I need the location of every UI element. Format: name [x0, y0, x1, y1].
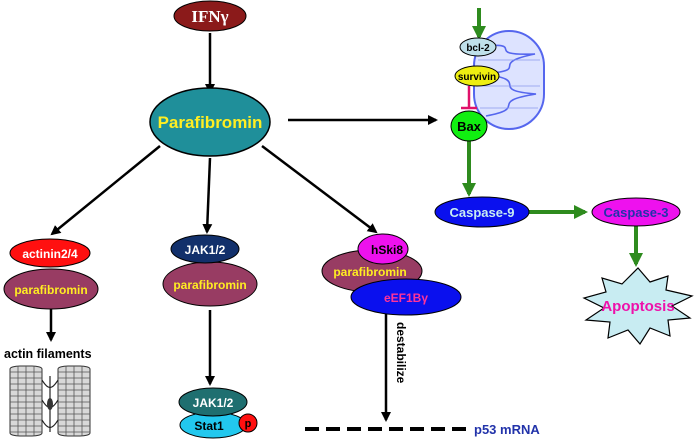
arrows — [46, 8, 643, 422]
apoptosis-starburst — [582, 267, 694, 346]
apoptosis-label: Apoptosis — [601, 298, 674, 315]
node-caspase3: Caspase-3 — [591, 197, 681, 227]
node-parafibromin-left: parafibromin — [3, 268, 99, 310]
node-ifng: IFNγ — [173, 0, 247, 32]
ifng-label: IFNγ — [191, 7, 228, 26]
parafibromin-right-label: parafibromin — [333, 265, 406, 279]
node-jak-top: JAK1/2 — [170, 234, 240, 264]
node-parafibromin-mid: parafibromin — [162, 261, 258, 307]
node-caspase9: Caspase-9 — [434, 196, 530, 228]
arrow-parafibromin-to-actinin — [50, 145, 161, 236]
node-bcl2: bcl-2 — [459, 37, 497, 57]
node-jak-bottom: JAK1/2 — [178, 387, 248, 417]
survivin-label: survivin — [458, 72, 496, 83]
p53-mrna-label: p53 mRNA — [474, 422, 540, 437]
arrow-parafibromin-to-jak — [202, 157, 213, 234]
phospho-label: p — [245, 418, 252, 430]
node-bax: Bax — [450, 110, 488, 142]
parafibromin-mid-label: parafibromin — [173, 278, 246, 292]
caspase9-label: Caspase-9 — [449, 205, 514, 220]
node-apoptosis: Apoptosis — [582, 267, 694, 346]
inhibition-symbol — [461, 86, 477, 110]
node-survivin: survivin — [454, 65, 500, 87]
bcl2-label: bcl-2 — [466, 43, 490, 54]
jak-top-label: JAK1/2 — [185, 243, 226, 257]
actin-filaments-label: actin filaments — [4, 347, 92, 361]
arrow-parafibromin-to-complex — [261, 145, 378, 234]
stat1-label: Stat1 — [194, 419, 224, 433]
bax-label: Bax — [457, 119, 482, 134]
node-stat1: Stat1 — [179, 411, 247, 439]
caspase3-label: Caspase-3 — [603, 205, 668, 220]
parafibromin-left-label: parafibromin — [14, 283, 87, 297]
parafibromin-center-label: Parafibromin — [158, 113, 263, 132]
actin-filaments-icon — [9, 365, 91, 437]
node-eef1b: eEF1Bγ — [350, 278, 462, 316]
eef1b-label: eEF1Bγ — [384, 291, 428, 305]
node-phospho: p — [238, 413, 258, 433]
mitochondrion-icon — [473, 30, 545, 130]
node-hski8: hSki8 — [357, 233, 409, 265]
destabilize-label: destabilize — [394, 322, 408, 384]
node-parafibromin-center: Parafibromin — [149, 87, 271, 157]
hski8-label: hSki8 — [371, 243, 403, 257]
node-actinin: actinin2/4 — [9, 238, 91, 268]
actinin-label: actinin2/4 — [22, 247, 78, 261]
jak-bottom-label: JAK1/2 — [193, 396, 234, 410]
